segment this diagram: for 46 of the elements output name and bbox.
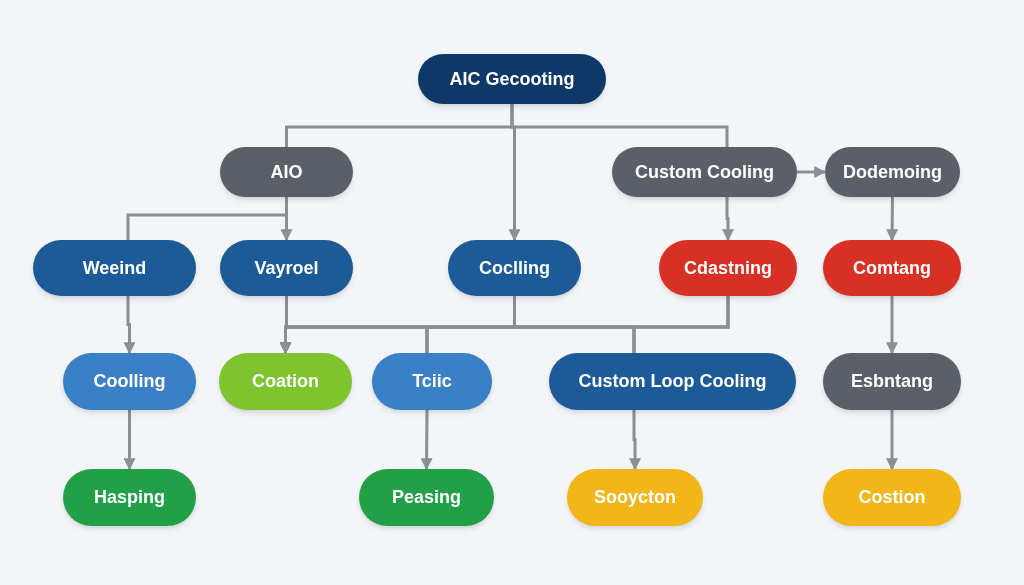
connector-arrow (797, 166, 827, 178)
node-label: Coation (252, 370, 319, 393)
process-pill (567, 469, 703, 526)
process-pill (659, 240, 797, 296)
node-label: Esbntang (851, 370, 933, 393)
connector-arrow (722, 197, 734, 242)
process-pill (418, 54, 606, 104)
process-pill (220, 147, 353, 197)
process-pill (823, 353, 961, 410)
process-pill (220, 240, 353, 296)
process-pill (825, 147, 960, 197)
node-label: Costion (858, 486, 926, 509)
process-pill (612, 147, 797, 197)
process-pill (359, 469, 494, 526)
node-label: Tciic (412, 370, 452, 393)
process-pill (823, 469, 961, 526)
node-label: Custom Cooling (635, 160, 774, 184)
connector-arrow (280, 197, 293, 242)
connector-arrow (629, 410, 641, 471)
node-label: Coolling (93, 370, 166, 393)
process-pill (33, 240, 196, 296)
connector-arrow (123, 410, 136, 471)
node-label: Dodemoing (843, 160, 942, 184)
node-label: Weeind (82, 256, 147, 280)
node-label: Hasping (94, 486, 165, 509)
connector-arrow (123, 296, 136, 355)
connector-arrow (886, 197, 899, 242)
process-pill (823, 240, 961, 296)
node-label: AIO (270, 160, 303, 184)
node-label: Comtang (853, 256, 931, 280)
node-label: Vayroel (254, 256, 319, 280)
node-label: Custom Loop Cooling (578, 370, 767, 393)
node-label: AIC Gecooting (449, 67, 575, 91)
process-pill (63, 353, 196, 410)
process-pill (63, 469, 196, 526)
connector-arrow (886, 410, 898, 471)
process-pill (549, 353, 796, 410)
node-label: Coclling (479, 256, 550, 280)
node-label: Cdastning (684, 256, 772, 280)
node-label: Sooycton (594, 486, 676, 509)
process-pill (219, 353, 352, 410)
connector-arrow (420, 410, 433, 471)
connector-arrow (886, 296, 898, 355)
node-label: Peasing (392, 486, 461, 509)
process-pill (448, 240, 581, 296)
process-pill (372, 353, 492, 410)
